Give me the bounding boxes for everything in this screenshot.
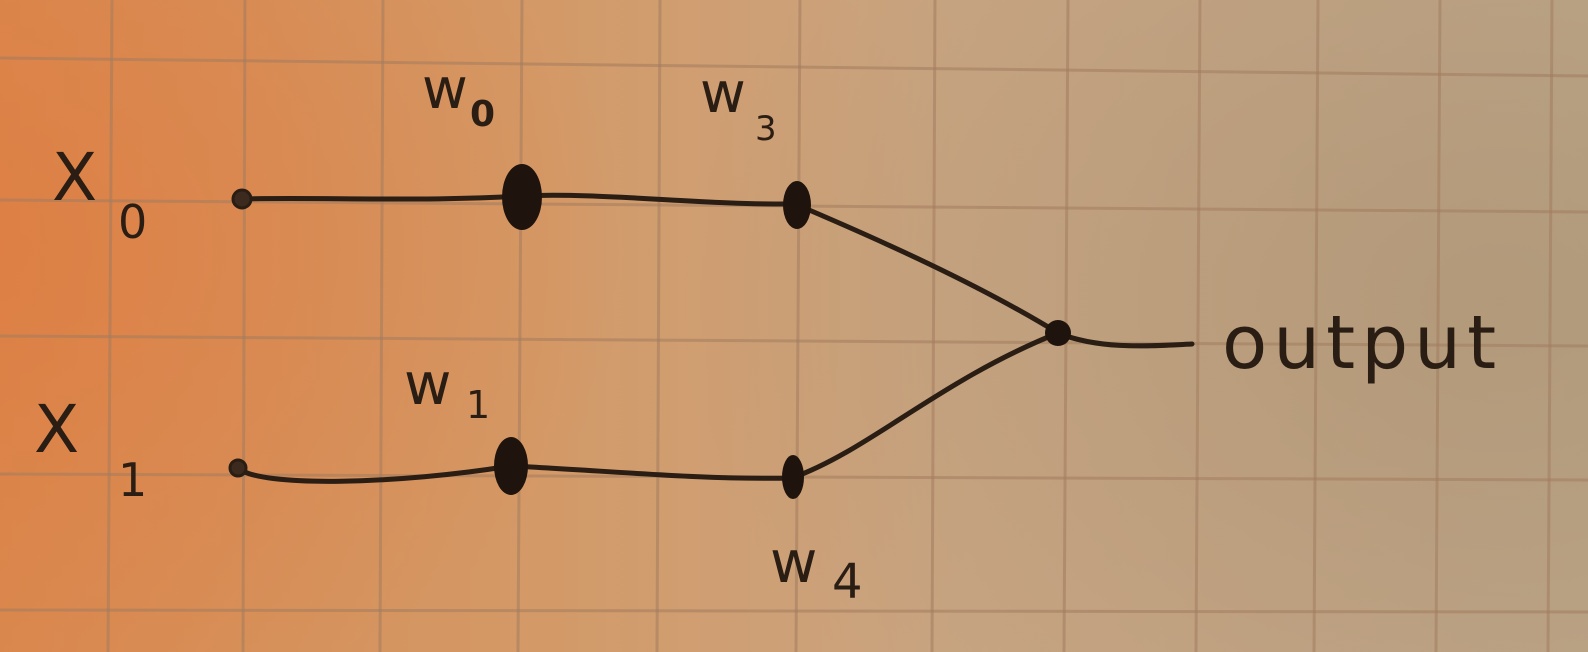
node-x0	[231, 188, 253, 210]
node-hidden-sum	[1045, 320, 1071, 346]
edge-w1-w4	[507, 463, 795, 481]
label-x1: X	[34, 391, 79, 468]
label-w1-index: 1	[466, 383, 490, 427]
edge-x1-w1	[235, 463, 513, 484]
label-w0-index: 0	[470, 94, 495, 135]
edge-w3-hidden	[792, 201, 1061, 336]
node-w1	[494, 437, 528, 495]
label-w3: w	[700, 61, 746, 126]
label-w4: w	[770, 528, 817, 596]
label-x0-index: 0	[118, 195, 147, 249]
label-x1-index: 1	[118, 453, 147, 507]
label-w3-index: 3	[755, 109, 777, 149]
node-w0	[502, 164, 542, 230]
edge-w4-hidden	[789, 330, 1061, 481]
label-w1: w	[404, 350, 451, 418]
label-output: output	[1222, 300, 1502, 386]
edge-x0-w0	[239, 193, 523, 202]
edge-w0-w3	[517, 192, 798, 207]
label-w4-index: 4	[832, 554, 863, 610]
node-w4	[782, 455, 804, 499]
edge-hidden-output	[1055, 330, 1195, 349]
label-w0: w	[422, 57, 468, 122]
node-x1	[228, 458, 248, 478]
label-x0: X	[52, 139, 97, 216]
node-w3	[783, 181, 811, 229]
